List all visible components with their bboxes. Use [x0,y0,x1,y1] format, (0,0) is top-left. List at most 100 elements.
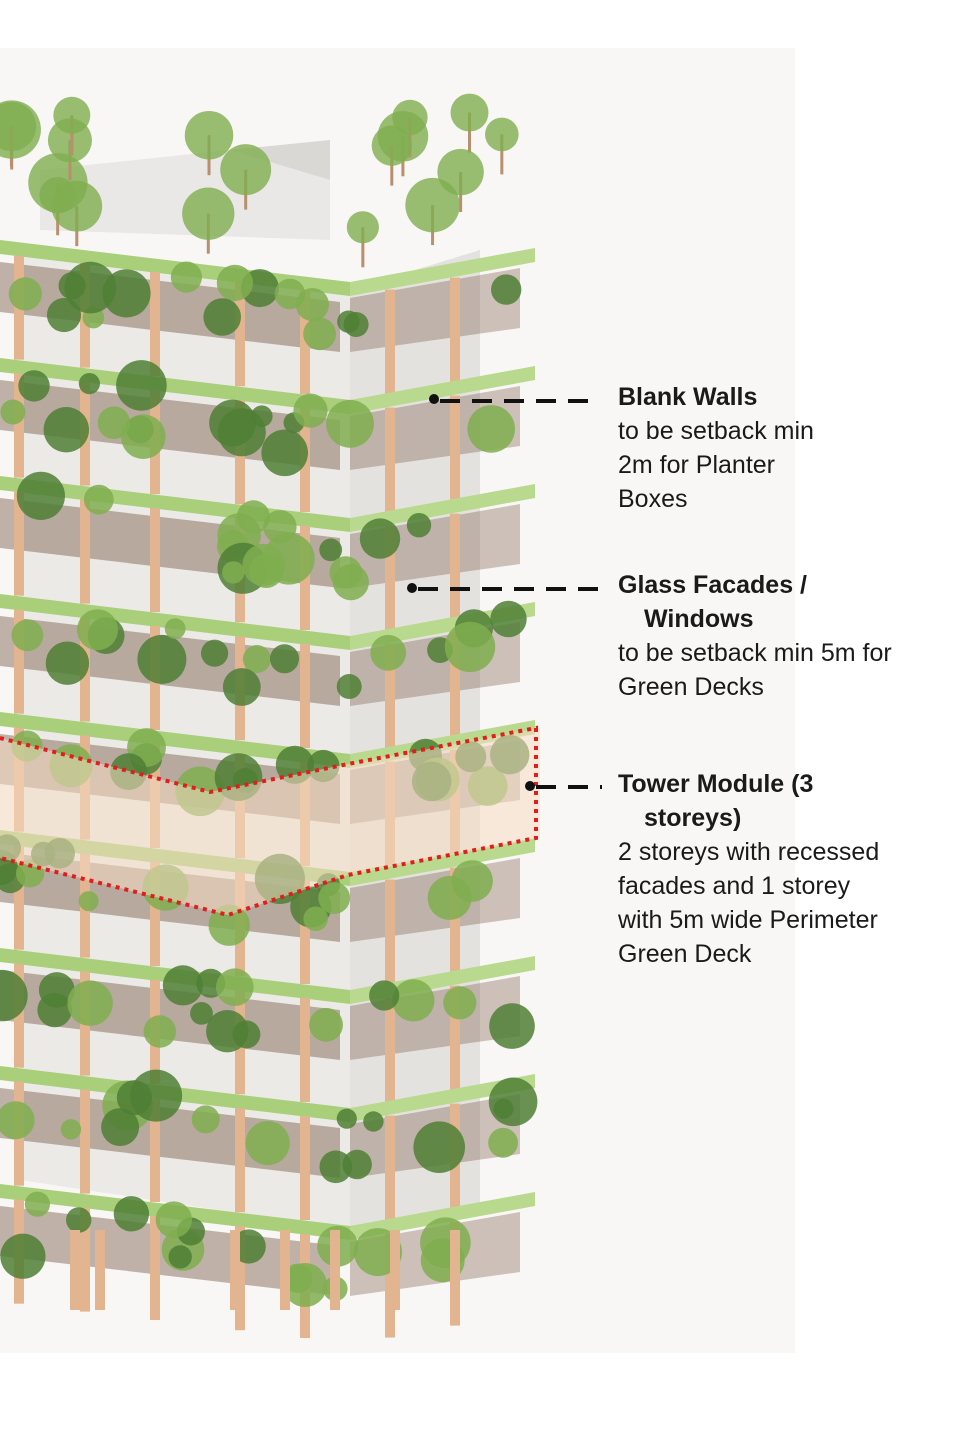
foliage-cluster [116,360,167,411]
timber-column [450,277,460,382]
tree-canopy [405,177,460,233]
foliage-cluster [336,1108,357,1129]
foliage-cluster [116,1080,152,1116]
base-stilt [450,1230,460,1310]
leader-tower-module [525,781,602,791]
foliage-cluster [319,538,343,562]
timber-column [14,963,24,1068]
tree-trunk [70,115,74,156]
foliage-cluster [249,553,284,589]
timber-column [150,272,160,376]
foliage-cluster [43,407,89,453]
foliage-cluster [490,600,527,638]
tree-canopy [346,211,379,244]
tower-module-highlight [0,725,540,918]
tree-canopy [220,144,272,196]
timber-column [14,609,24,714]
callout-title: Tower Module (3 storeys) [618,767,879,835]
foliage-cluster [309,1007,343,1042]
foliage-cluster [242,645,271,673]
foliage-cluster [0,1101,35,1140]
timber-column [450,631,460,736]
module-highlight-fill [0,728,540,915]
foliage-cluster [0,399,26,425]
callout-title: Blank Walls [618,380,814,414]
tree-canopy [450,93,489,132]
foliage-cluster [488,1077,538,1127]
foliage-cluster [78,373,100,395]
base-stilt [70,1230,80,1310]
foliage-cluster [66,1207,92,1233]
foliage-cluster [336,674,362,699]
foliage-cluster [245,1121,290,1166]
timber-column [385,997,395,1102]
timber-column [300,880,310,984]
foliage-cluster [58,272,86,300]
callout-title-line: Tower Module (3 [618,770,814,798]
foliage-cluster [206,1009,249,1053]
timber-column [150,1098,160,1202]
tree-canopy [184,110,234,160]
foliage-cluster [67,980,113,1026]
foliage-cluster [203,298,241,336]
foliage-cluster [208,904,250,946]
callout-body: to be setback min 5m for Green Decks [618,639,892,701]
timber-column [80,499,90,604]
foliage-cluster [318,882,351,914]
tree-canopy [51,180,103,232]
foliage-cluster [45,641,90,685]
foliage-cluster [488,1127,518,1158]
callout-title: Glass Facades / Windows [618,568,892,636]
foliage-cluster [78,891,99,912]
foliage-cluster [137,634,187,684]
timber-column [450,513,460,618]
deck-slab-right [350,1192,535,1240]
foliage-cluster [77,609,118,651]
foliage-cluster [121,414,166,460]
callout-tower-module: Tower Module (3 storeys) 2 storeys with … [618,767,879,971]
foliage-cluster [329,556,363,589]
timber-column [385,525,395,630]
foliage-cluster [420,1217,471,1268]
base-stilt [330,1230,340,1310]
foliage-cluster [164,618,186,640]
foliage-cluster [326,399,374,448]
foliage-cluster [342,1149,372,1180]
deck-slab-right [350,1074,535,1122]
foliage-cluster [222,668,261,706]
callout-glass-facades: Glass Facades / Windows to be setback mi… [618,568,892,704]
foliage-cluster [155,1201,192,1238]
timber-column [385,879,395,984]
callout-leaders [407,394,602,791]
foliage-cluster [343,312,369,337]
timber-column [235,282,245,387]
foliage-cluster [190,1002,213,1025]
foliage-cluster [24,1191,50,1217]
timber-column [300,998,310,1102]
timber-column [450,985,460,1090]
tree-canopy [182,187,235,240]
foliage-cluster [0,1233,46,1279]
foliage-cluster [11,619,44,652]
deck-slab-left [0,712,350,768]
callout-body: to be setback min 2m for Planter Boxes [618,417,814,513]
base-stilt [95,1230,105,1310]
foliage-cluster [491,274,522,305]
foliage-cluster [83,484,114,515]
foliage-cluster [363,1111,384,1132]
foliage-cluster [168,1245,192,1269]
leader-blank-walls [429,394,600,404]
foliage-cluster [16,471,65,520]
callout-title-line: Windows [644,605,754,633]
timber-column [450,395,460,500]
tree-canopy [53,96,91,134]
timber-column [300,1116,310,1220]
foliage-cluster [143,1015,176,1048]
deck-slab-right [350,366,535,414]
base-stilt [230,1230,240,1310]
foliage-cluster [201,639,229,667]
foliage-cluster [406,513,432,538]
foliage-cluster [274,278,306,310]
module-highlight-outline [0,725,538,918]
